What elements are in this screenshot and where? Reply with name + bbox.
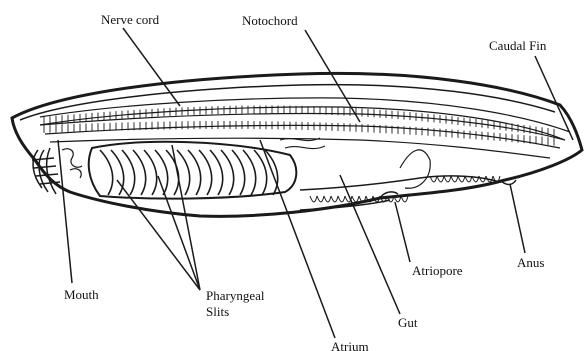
leader-notochord bbox=[305, 30, 360, 122]
gut-coil bbox=[338, 196, 345, 202]
gut-coil bbox=[317, 196, 324, 202]
gut-coil bbox=[310, 196, 317, 202]
label-atrium: Atrium bbox=[331, 339, 369, 351]
pharyngeal-slit bbox=[100, 150, 113, 195]
leader-atriopore bbox=[395, 202, 410, 262]
endostyle-loops bbox=[62, 149, 82, 178]
leader-pharyngeal-1 bbox=[117, 180, 200, 290]
leader-pharyngeal-2 bbox=[158, 176, 200, 290]
label-slits: Slits bbox=[206, 304, 229, 319]
gut-coil bbox=[451, 176, 458, 182]
myomere-lower-line bbox=[50, 138, 550, 158]
label-anus: Anus bbox=[517, 255, 544, 270]
label-caudal-fin: Caudal Fin bbox=[489, 38, 547, 53]
oral-cirri bbox=[32, 148, 60, 194]
dorsal-fin-line bbox=[20, 85, 555, 120]
label-nerve-cord: Nerve cord bbox=[101, 12, 160, 27]
hepatic-caecum bbox=[400, 150, 430, 188]
nerve-cord-band-lower bbox=[40, 107, 565, 140]
gut-coil bbox=[444, 176, 451, 182]
body-outline bbox=[12, 73, 582, 216]
leader-anus bbox=[510, 184, 525, 253]
gut-coil bbox=[479, 176, 486, 182]
gut-coil bbox=[324, 196, 331, 202]
gut-coil bbox=[331, 196, 338, 202]
gut-wave bbox=[280, 138, 325, 149]
leader-atrium bbox=[260, 140, 335, 338]
leader-mouth bbox=[58, 140, 72, 283]
gut-coil bbox=[352, 196, 359, 202]
label-notochord: Notochord bbox=[242, 13, 298, 28]
label-mouth: Mouth bbox=[64, 287, 99, 302]
pharyngeal-slits bbox=[100, 150, 278, 195]
label-pharyngeal: Pharyngeal bbox=[206, 288, 265, 303]
leader-pharyngeal-3 bbox=[172, 145, 200, 290]
label-gut: Gut bbox=[398, 315, 418, 330]
label-atriopore: Atriopore bbox=[412, 263, 463, 278]
